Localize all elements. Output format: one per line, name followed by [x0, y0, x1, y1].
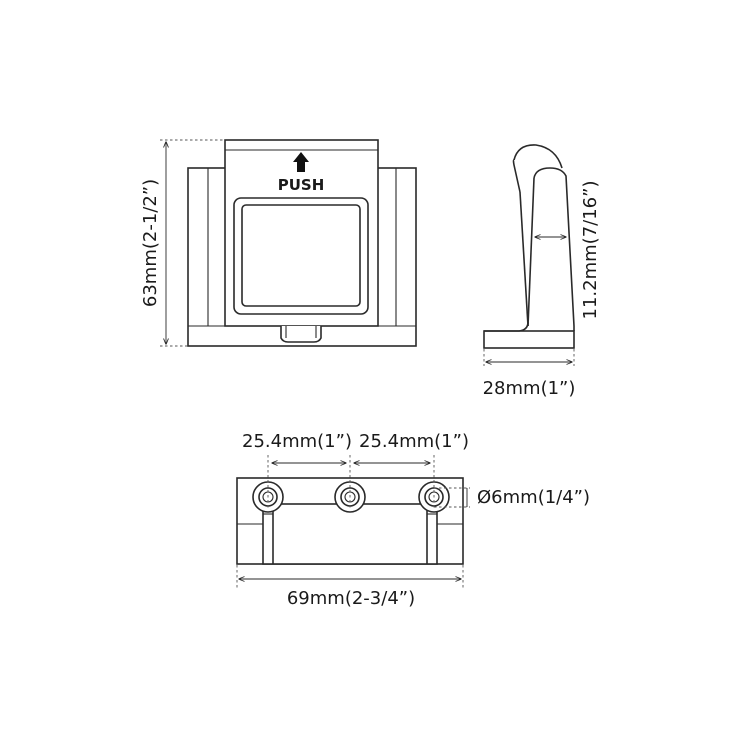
side-base-plate	[483, 330, 575, 349]
push-window-inner	[241, 204, 361, 307]
bottom-tab	[280, 326, 322, 343]
push-label: PUSH	[278, 176, 325, 194]
push-button-body	[224, 139, 379, 327]
spacing-left-dimension: 25.4mm(1”)	[242, 431, 352, 452]
hinge-barrel	[262, 503, 438, 565]
height-dimension: 63mm(2-1/2”)	[140, 179, 161, 307]
push-arrow-icon	[293, 152, 309, 172]
spacing-right-dimension: 25.4mm(1”)	[359, 431, 469, 452]
push-window-outer	[233, 197, 369, 315]
side-view: 11.2mm(7/16”) 28mm(1”)	[483, 144, 601, 399]
side-length-dimension: 11.2mm(7/16”)	[580, 181, 601, 320]
overall-width-dimension: 69mm(2-3/4”)	[287, 588, 415, 609]
front-view: PUSH 63mm(2-1/2”)	[140, 139, 417, 347]
side-base-dimension: 28mm(1”)	[483, 378, 576, 399]
hole-diameter-dimension: Ø6mm(1/4”)	[477, 487, 590, 508]
bottom-view: 25.4mm(1”) 25.4mm(1”) Ø6mm(1/4”) 69mm(2-…	[236, 431, 590, 609]
side-stem	[533, 167, 575, 327]
